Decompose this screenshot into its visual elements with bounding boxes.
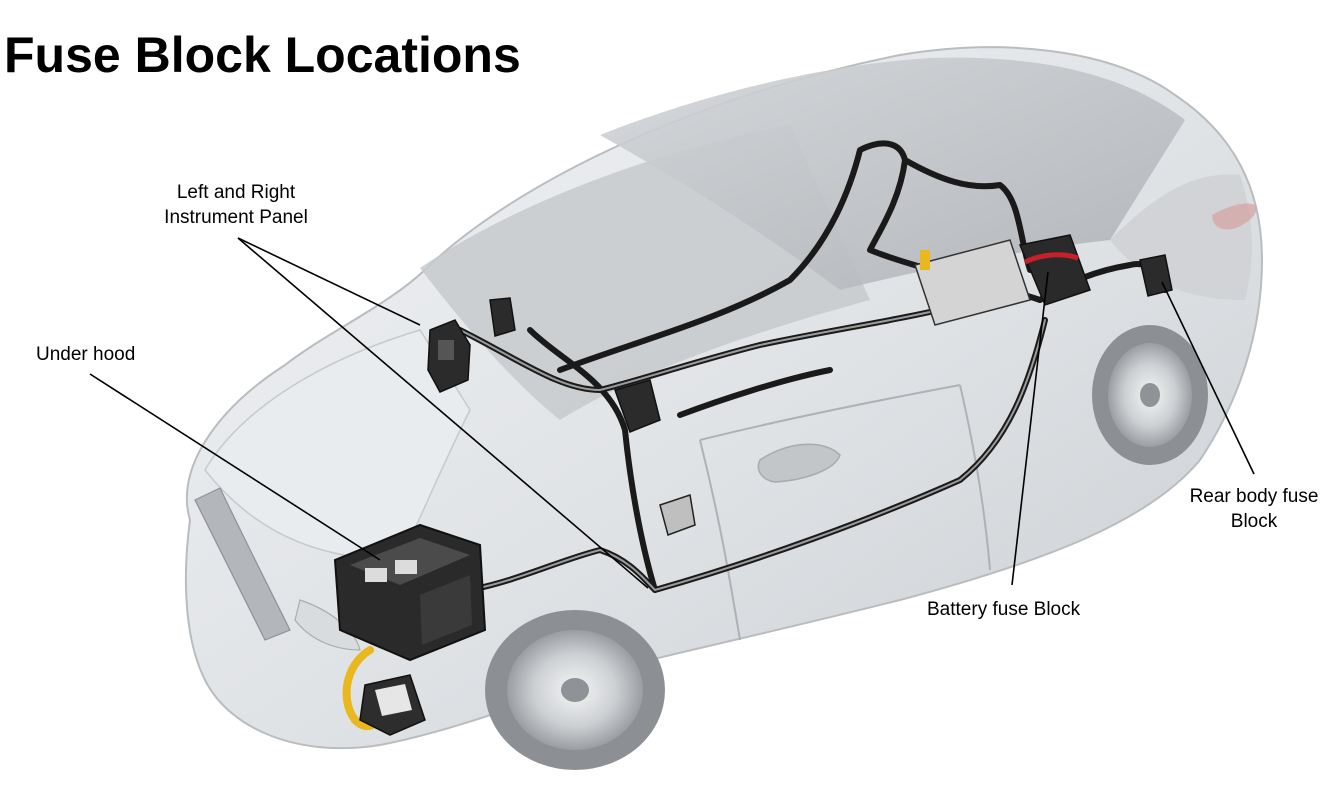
headlight bbox=[294, 599, 361, 651]
label-rear-body-line2: Block bbox=[1230, 511, 1278, 532]
front-wheel bbox=[485, 610, 665, 770]
car-hood bbox=[204, 329, 471, 561]
battery-fuse-block bbox=[914, 234, 1091, 326]
rear-wheel bbox=[1092, 325, 1208, 465]
label-under-hood: Under hood bbox=[36, 344, 136, 365]
instrument-panel-fuse-block-left bbox=[427, 319, 471, 393]
label-instrument-panel-line1: Left and Right bbox=[176, 182, 296, 203]
front-module bbox=[359, 674, 426, 736]
label-rear-body-line1: Rear body fuse bbox=[1189, 486, 1319, 507]
label-instrument-panel: Left and Right Instrument Panel bbox=[150, 180, 322, 230]
leader-line-instrument-panel-right bbox=[237, 237, 649, 589]
side-mirror bbox=[757, 443, 841, 483]
label-instrument-panel-line2: Instrument Panel bbox=[164, 207, 308, 228]
tail-light bbox=[1212, 203, 1257, 230]
door-line bbox=[699, 384, 991, 641]
under-hood-fuse-block bbox=[333, 523, 487, 662]
leader-line-under-hood bbox=[89, 373, 381, 561]
leader-line-instrument-panel-left bbox=[237, 237, 421, 326]
label-rear-body-fuse-block: Rear body fuse Block bbox=[1168, 484, 1340, 534]
label-battery-fuse-block: Battery fuse Block bbox=[927, 599, 1081, 620]
front-grille bbox=[194, 487, 291, 641]
leader-line-rear-body bbox=[1161, 281, 1255, 475]
car-roof bbox=[600, 57, 1185, 290]
floor-module bbox=[659, 494, 696, 536]
leader-line-battery bbox=[1011, 271, 1049, 586]
wiring-harness-highlight bbox=[459, 304, 1046, 592]
leader-lines bbox=[89, 237, 1255, 589]
instrument-panel-fuse-block-right bbox=[489, 297, 661, 433]
page-title: Fuse Block Locations bbox=[4, 27, 521, 83]
